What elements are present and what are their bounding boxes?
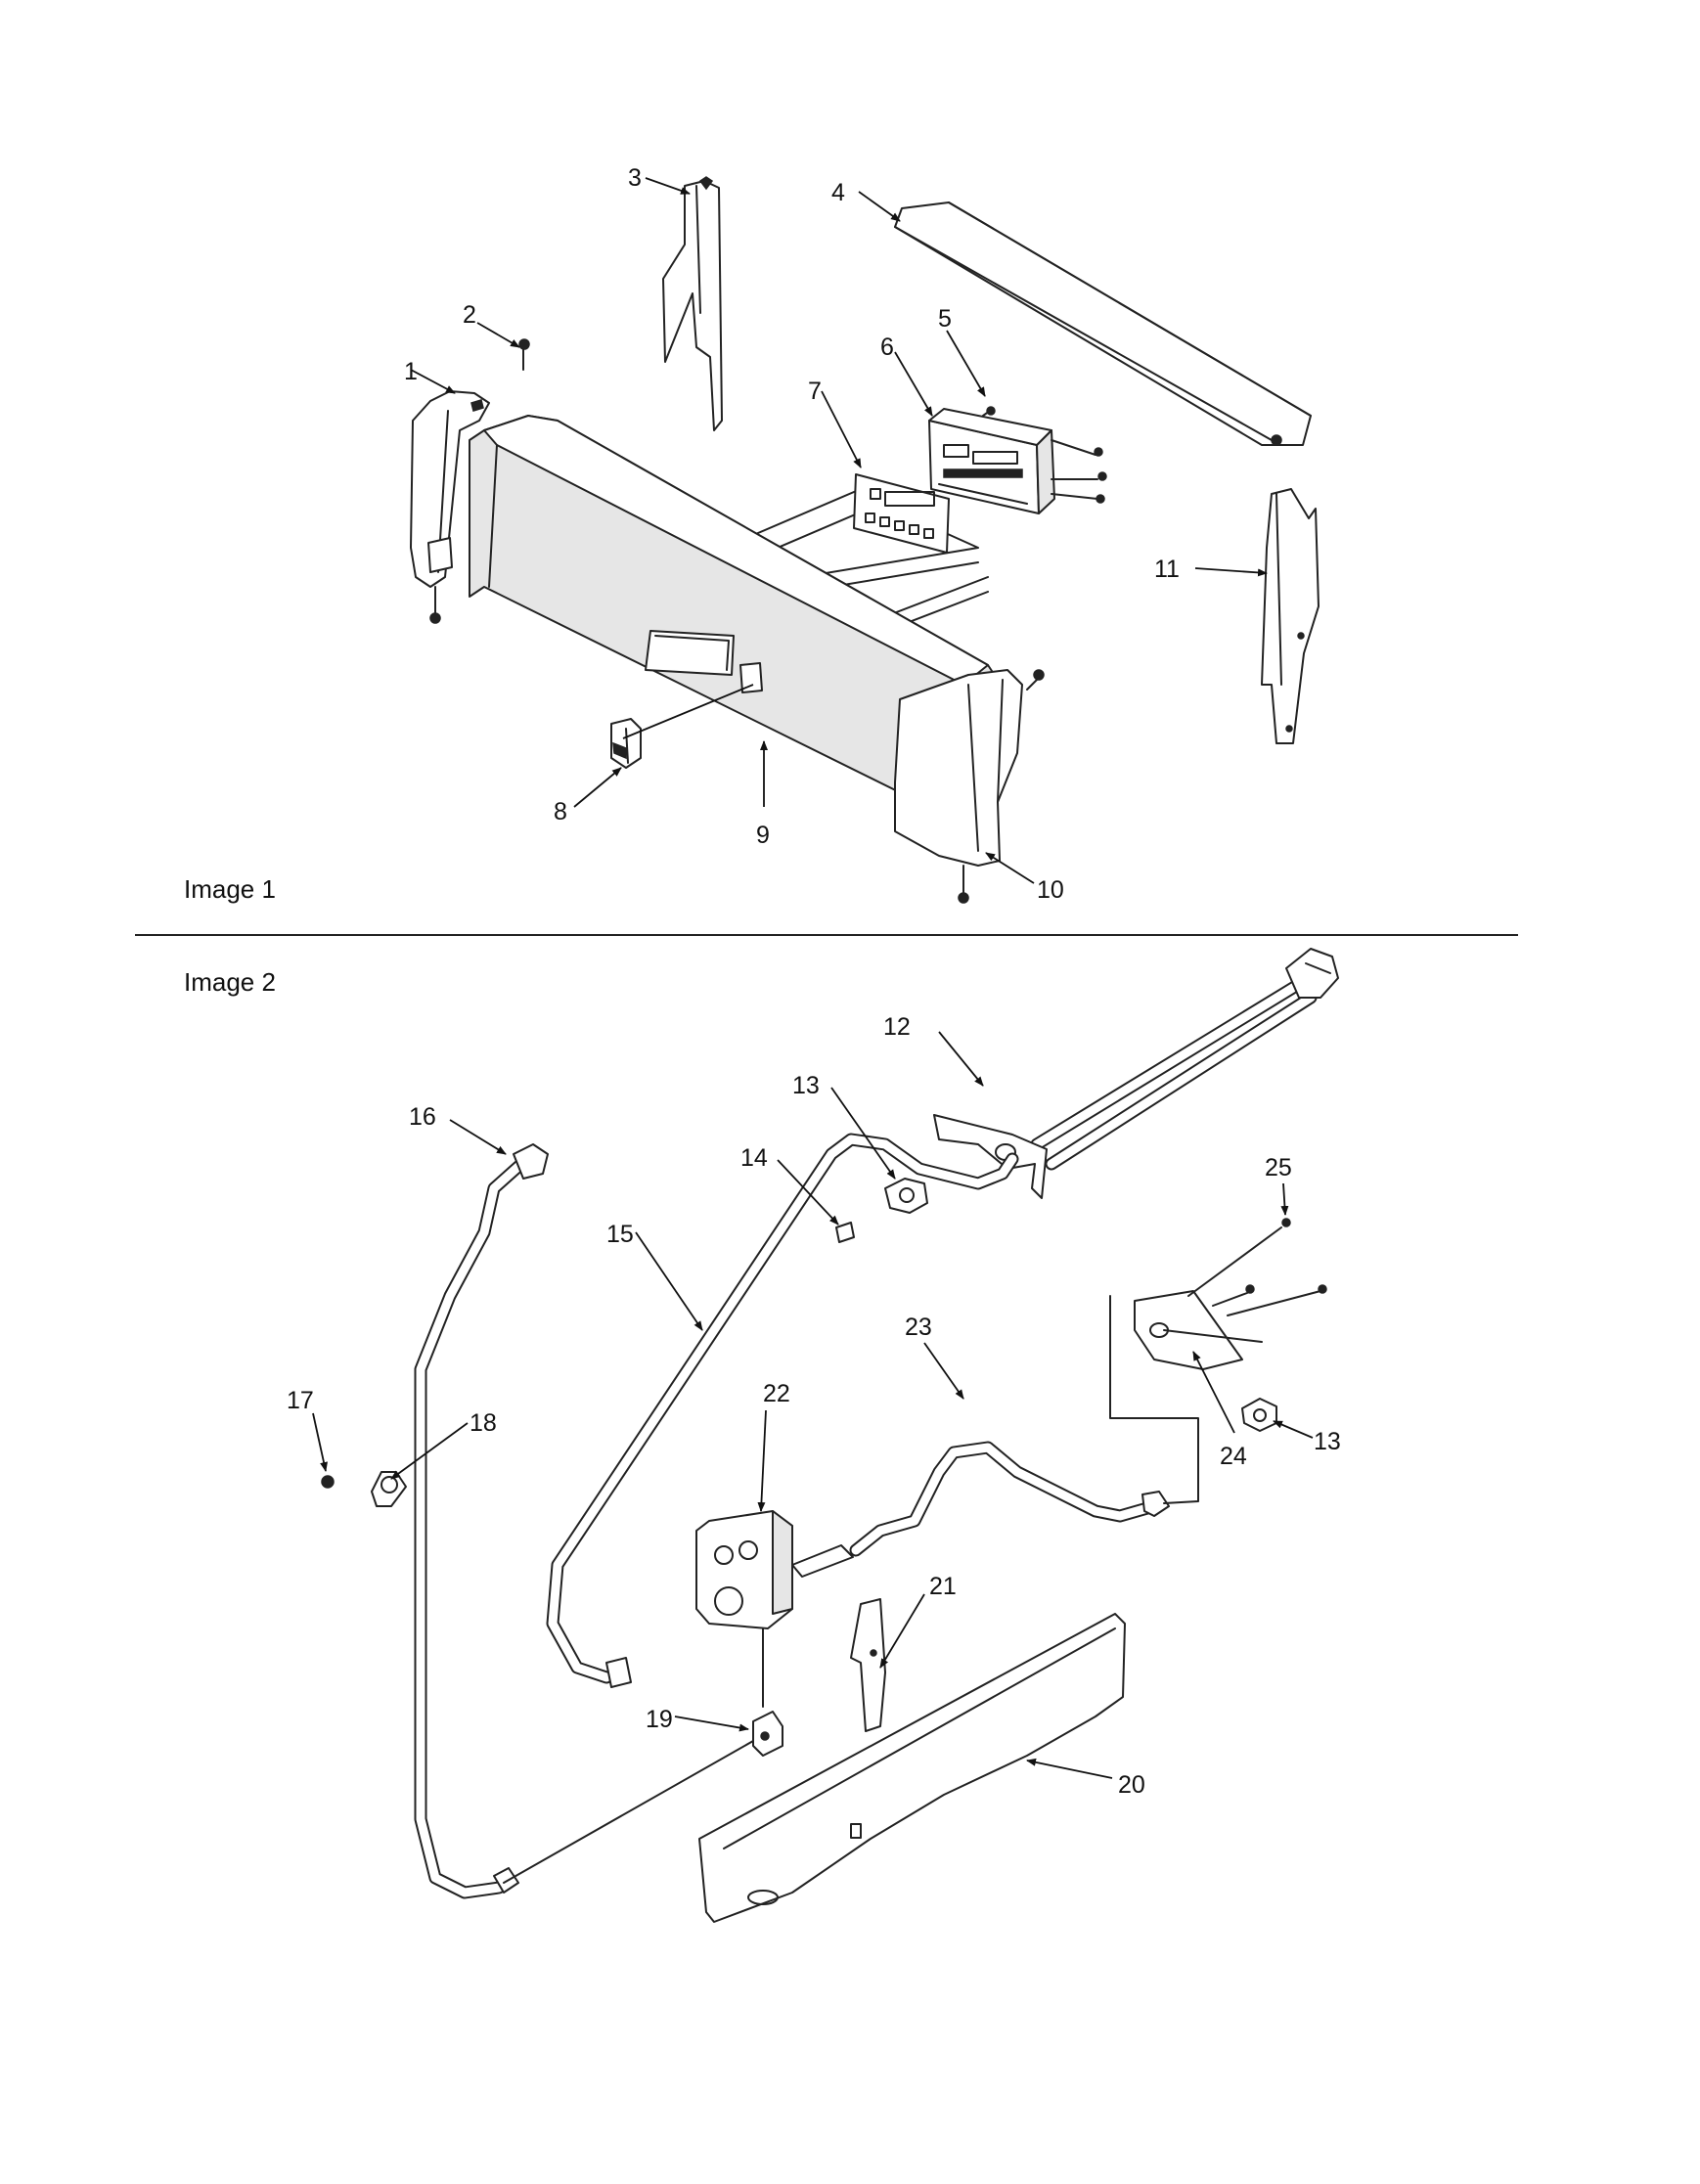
- callout-23: 23: [905, 1314, 932, 1341]
- manifold-tubes: [1030, 948, 1339, 1171]
- image-2-leaders: [312, 1031, 1314, 1779]
- callout-8: 8: [554, 798, 567, 825]
- screw-2: [518, 338, 530, 371]
- shield-plate: [698, 1613, 1126, 1923]
- callout-1: 1: [404, 358, 418, 385]
- callout-15: 15: [606, 1221, 634, 1248]
- nut-lower: [1241, 1398, 1277, 1432]
- callout-12: 12: [883, 1013, 911, 1041]
- clip-screw: [321, 1475, 335, 1489]
- top-trim-rail: [894, 201, 1312, 446]
- callout-25: 25: [1265, 1154, 1292, 1181]
- callout-9: 9: [756, 822, 770, 849]
- callout-21: 21: [929, 1573, 957, 1600]
- rocker-switch: [610, 718, 642, 769]
- callout-20: 20: [1118, 1771, 1145, 1799]
- callout-5: 5: [938, 305, 952, 333]
- callout-6: 6: [880, 334, 894, 361]
- image-1-section: [410, 176, 1320, 904]
- callout-2: 2: [463, 301, 476, 329]
- left-support-bracket: [662, 176, 723, 431]
- burner-tube: [546, 1133, 1019, 1688]
- pilot-tube: [849, 1295, 1199, 1557]
- valve-fitting: [752, 1711, 783, 1757]
- small-bracket: [850, 1598, 886, 1732]
- callout-11: 11: [1154, 556, 1180, 583]
- callout-18: 18: [470, 1409, 497, 1437]
- supply-tube: [414, 1143, 754, 1899]
- right-end-cap: [894, 669, 1045, 904]
- callout-13-upper: 13: [792, 1072, 820, 1099]
- tube-clip: [371, 1471, 407, 1507]
- pilot-bracket: [1134, 1218, 1327, 1370]
- callout-17: 17: [287, 1387, 314, 1414]
- callout-19: 19: [646, 1706, 673, 1733]
- image-1-leaders: [410, 177, 1268, 884]
- callout-14: 14: [740, 1144, 768, 1172]
- right-support-bracket: [1261, 488, 1320, 744]
- callout-13-lower: 13: [1314, 1428, 1341, 1455]
- callout-3: 3: [628, 164, 642, 192]
- gas-valve: [695, 1510, 854, 1708]
- callout-16: 16: [409, 1103, 436, 1131]
- image-2-section: [312, 948, 1339, 1923]
- tube-bracket: [933, 1114, 1048, 1199]
- overlay-keypad: [853, 473, 950, 554]
- section-label-image-2: Image 2: [184, 967, 276, 997]
- nut-upper: [884, 1178, 928, 1214]
- orifice: [835, 1222, 855, 1243]
- callout-10: 10: [1037, 876, 1064, 904]
- clock-module: [928, 406, 1107, 514]
- callout-7: 7: [808, 378, 822, 405]
- left-end-cap: [410, 390, 490, 624]
- callout-labels: 1 2 3 4 5 6 7 8 9 10 11 12 13 14 15 16 1…: [287, 164, 1341, 1799]
- control-panel-body: [469, 415, 999, 813]
- callout-22: 22: [763, 1380, 790, 1407]
- callout-4: 4: [831, 179, 845, 206]
- section-label-image-1: Image 1: [184, 874, 276, 904]
- callout-24: 24: [1220, 1443, 1247, 1470]
